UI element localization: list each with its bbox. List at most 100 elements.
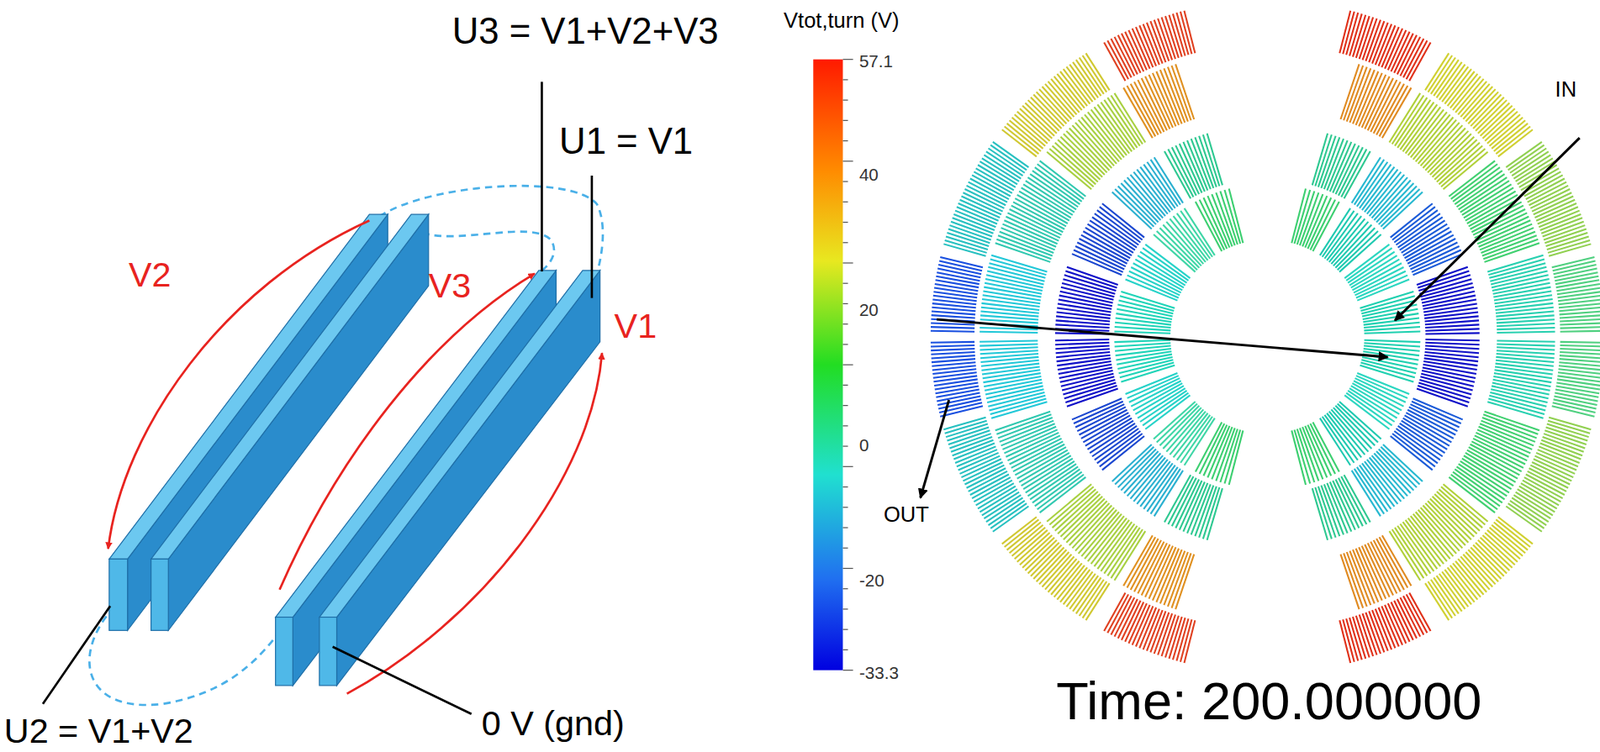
turn-strand — [1126, 537, 1156, 588]
turn-strand — [1343, 65, 1363, 121]
turn-strand — [1340, 63, 1359, 120]
turn-strand — [1183, 10, 1195, 54]
turn-strand — [1314, 487, 1331, 539]
turn-strand — [1055, 324, 1109, 328]
turn-strand — [1029, 466, 1078, 500]
turn-strand — [1552, 257, 1595, 268]
turn-strand — [1094, 428, 1139, 460]
turn-strand — [1425, 328, 1479, 331]
turn-strand — [1339, 620, 1351, 664]
turn-strand — [1364, 331, 1421, 333]
potential-label: U2 = V1+V2 — [4, 714, 194, 750]
turn-strand — [1064, 274, 1117, 291]
turn-strand — [1364, 340, 1421, 343]
turn-strand — [930, 348, 975, 351]
turn-strand — [1394, 431, 1438, 464]
turn-strand — [1349, 255, 1398, 286]
turn-strand — [1172, 553, 1192, 608]
turn-strand — [1150, 611, 1166, 653]
turn-strand — [1458, 464, 1508, 497]
turn-strand — [1533, 195, 1574, 215]
turn-strand — [1340, 554, 1359, 611]
turn-strand — [1399, 597, 1421, 638]
turn-strand — [1086, 583, 1110, 621]
turn-strand — [1339, 10, 1351, 54]
turn-strand — [1533, 459, 1574, 478]
turn-strand — [931, 359, 976, 363]
turn-strand — [1496, 332, 1555, 333]
turn-strand — [1425, 332, 1479, 334]
turn-strand — [1294, 190, 1311, 244]
turn-strand — [1219, 428, 1238, 483]
turn-strand — [1143, 465, 1175, 510]
turn-strand — [1392, 433, 1436, 467]
turn-strand — [1556, 284, 1600, 291]
turn-strand — [1375, 609, 1392, 651]
turn-strand — [1110, 95, 1143, 144]
turn-strand — [1496, 323, 1555, 327]
turn-strand — [1424, 355, 1479, 362]
turn-strand — [1508, 503, 1545, 529]
turn-strand — [1055, 346, 1109, 350]
turn-strand — [949, 225, 991, 240]
turn-strand — [1157, 613, 1173, 655]
turn-strand — [990, 503, 1027, 529]
turn-strand — [1086, 52, 1110, 90]
turn-strand — [1100, 523, 1135, 571]
turn-strand — [1458, 177, 1508, 210]
turn-strand — [1395, 428, 1440, 460]
turn-strand — [930, 345, 975, 348]
turn-strand — [1172, 65, 1192, 121]
turn-strand — [1034, 472, 1083, 507]
turn-strand — [1229, 189, 1244, 244]
turn-strand — [1544, 229, 1586, 244]
turn-strand — [934, 379, 978, 386]
turn-strand — [990, 398, 1047, 415]
turn-strand — [1114, 340, 1171, 343]
turn-strand — [1318, 486, 1336, 539]
turn-strand — [1354, 159, 1384, 206]
turn-strand — [1496, 347, 1555, 350]
turn-strand — [1559, 352, 1600, 355]
turn-strand — [1142, 248, 1189, 281]
turn-strand — [990, 145, 1027, 171]
turn-strand — [1107, 97, 1140, 147]
turn-strand — [1029, 174, 1078, 207]
turn-strand — [1379, 537, 1409, 588]
turn-strand — [1175, 63, 1194, 120]
turn-strand — [1457, 174, 1505, 207]
turn-strand — [980, 319, 1039, 323]
turn-strand — [1151, 159, 1181, 206]
turn-strand — [1557, 288, 1600, 296]
turn-strand — [981, 303, 1040, 311]
colorbar-tick-label: 57.1 — [859, 52, 893, 71]
conductor-slab — [275, 270, 601, 687]
turn-strand — [1137, 388, 1186, 418]
pointer-label: IN — [1555, 79, 1578, 101]
turn-strand — [1198, 486, 1217, 539]
turn-strand — [1397, 100, 1431, 148]
turn-strand — [1451, 475, 1498, 511]
turn-strand — [1135, 259, 1184, 289]
voltage-label: V3 — [428, 269, 472, 304]
turn-strand — [1146, 610, 1163, 652]
potential-label: U1 = V1 — [559, 122, 693, 160]
turn-strand — [1418, 382, 1471, 399]
turn-strand — [1559, 319, 1600, 323]
turn-strand — [1495, 303, 1554, 311]
turn-strand — [1451, 163, 1498, 200]
turn-strand — [1126, 85, 1156, 137]
turn-strand — [989, 396, 1046, 412]
turn-strand — [1135, 385, 1184, 415]
turn-strand — [1425, 583, 1449, 621]
turn-strand — [1097, 210, 1141, 243]
turn-strand — [962, 192, 1003, 212]
turn-strand — [935, 385, 979, 394]
turn-strand — [1150, 21, 1166, 63]
turn-strand — [1394, 210, 1438, 243]
turn-strand — [934, 284, 979, 291]
turn-strand — [1173, 413, 1209, 459]
turn-strand — [1488, 398, 1545, 415]
turn-strand — [1375, 24, 1392, 66]
